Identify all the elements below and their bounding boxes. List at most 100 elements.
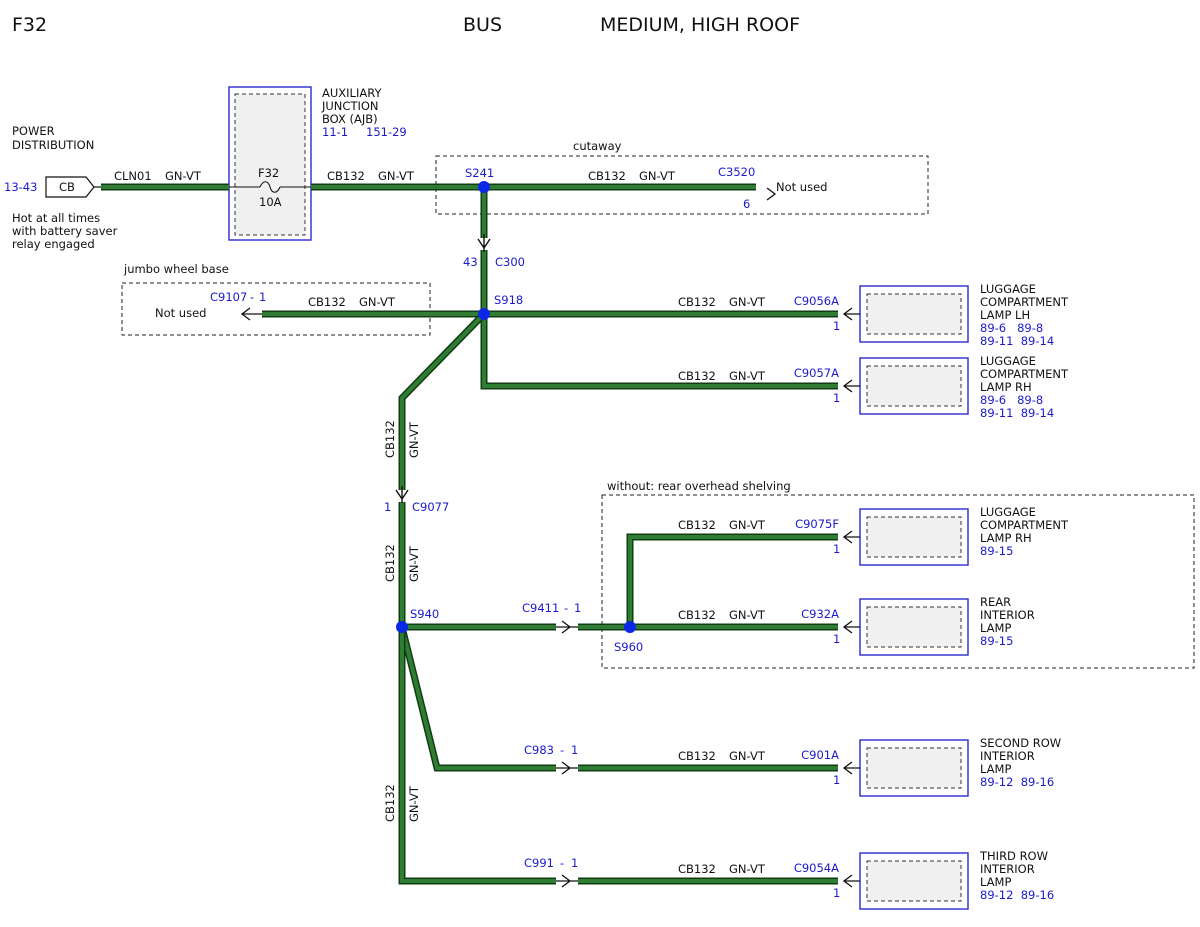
connector-c300-label: C300 [495,255,525,269]
lamp-third-row-connector-label: C9054A [794,861,839,875]
wire-cutaway-id: CB132 [588,169,626,183]
lamp-luggage-rh-shelf-inner [866,516,962,558]
lamp-luggage-lh-inner [866,293,962,335]
wire-s918-to-c9077-outline [398,311,487,490]
wire-second-row-color: GN-VT [729,749,766,763]
wire-s918-to-c9077 [400,312,486,490]
wire-cln01-id: CLN01 [114,169,152,183]
connector-c9077-symbol [395,486,409,503]
lamp-third-row-ref-1: 89-12 89-16 [980,888,1054,902]
connector-c9077-label: C9077 [412,500,449,514]
wire-cln01-color: GN-VT [165,169,202,183]
fuse-rating: 10A [259,195,282,209]
lamp-luggage-lh-ref-1: 89-6 89-8 [980,321,1043,335]
wire-s918-to-lamp-rh-outline [480,314,838,390]
lamp-second-row-label-2: INTERIOR [980,749,1035,763]
wire-s940-to-c991 [400,627,556,883]
jumbo-group-box [121,282,431,336]
lamp-third-row-label-2: INTERIOR [980,862,1035,876]
lamp-rear-interior-connector-label: C932A [801,607,839,621]
lamp-luggage-rh-connector-symbol [842,379,860,393]
shelving-group-box [601,494,1195,669]
fuse-label: F32 [258,166,279,180]
lamp-luggage-lh-connector-pin: 1 [833,319,840,333]
wire-lamp-lh-id: CB132 [678,295,716,309]
lamp-third-row-label-1: THIRD ROW [979,849,1048,863]
wire-cutaway-color: GN-VT [639,169,676,183]
connector-c991-label: C991 [524,856,554,870]
lamp-second-row-ref-1: 89-12 89-16 [980,775,1054,789]
splice-s960 [624,621,636,633]
lamp-third-row-inner [866,860,962,902]
lamp-luggage-rh-shelf-label-2: COMPARTMENT [980,518,1069,532]
lamp-luggage-rh-shelf-connector-pin: 1 [833,542,840,556]
lamp-second-row-connector-symbol [842,761,860,775]
ajb-label-3: BOX (AJB) [322,112,378,126]
power-note-3: relay engaged [12,237,95,251]
lamp-second-row-label-1: SECOND ROW [980,736,1061,750]
connector-c983-pin: 1 [571,743,578,757]
connector-c983-label: C983 [524,743,554,757]
lamp-luggage-rh-connector-label: C9057A [794,366,839,380]
connector-c9411-pin: 1 [574,601,581,615]
wire-s960-to-shelf-lamp [628,535,838,627]
connector-c9411-dash: - [564,601,568,615]
lamp-luggage-rh-connector-pin: 1 [833,391,840,405]
connector-c9107-symbol [240,307,262,321]
connector-c300-pin: 43 [463,255,478,269]
jumbo-group-label: jumbo wheel base [123,262,229,276]
connector-c3520-label: C3520 [718,165,755,179]
lamp-third-row-label-3: LAMP [980,875,1011,889]
lamp-rear-interior-label-2: INTERIOR [980,608,1035,622]
wire-vertical-3-id: CB132 [383,784,397,822]
page-code: F32 [12,14,47,36]
connector-c991-pin: 1 [571,856,578,870]
connector-c983-dash: - [560,743,564,757]
not-used-jumbo: Not used [155,306,206,320]
lamp-rear-interior-label-3: LAMP [980,621,1011,635]
wire-rear-id: CB132 [678,608,716,622]
lamp-second-row-connector-pin: 1 [833,773,840,787]
connector-c983-symbol [556,761,578,775]
lamp-luggage-lh-connector-symbol [842,307,860,321]
lamp-luggage-rh-shelf-ref-1: 89-15 [980,544,1013,558]
wire-jumbo-id: CB132 [308,295,346,309]
wire-second-row-id: CB132 [678,749,716,763]
connector-c300-symbol [477,234,491,252]
lamp-luggage-rh-label-1: LUGGAGE [980,354,1036,368]
lamp-luggage-lh-label-2: COMPARTMENT [980,295,1069,309]
wire-shelf-rh-color: GN-VT [729,518,766,532]
lamp-rear-interior-ref-1: 89-15 [980,634,1013,648]
wire-vertical-3-color: GN-VT [407,785,421,822]
splice-s241 [478,181,490,193]
lamp-second-row-connector-label: C901A [801,748,839,762]
vehicle-title: BUS [463,14,502,36]
ajb-ref-1: 11-1 [322,125,348,139]
lamp-luggage-rh-inner [866,365,962,407]
wire-vertical-2-color: GN-VT [407,545,421,582]
power-ref: 13-43 [4,180,37,194]
wire-third-row-color: GN-VT [729,862,766,876]
lamp-luggage-lh-label-3: LAMP LH [980,308,1030,322]
lamp-luggage-rh-shelf-label-3: LAMP RH [980,531,1032,545]
lamp-luggage-rh-shelf-label-1: LUGGAGE [980,505,1036,519]
wire-s940-to-c983 [400,626,556,770]
lamp-rear-interior-label-1: REAR [980,595,1011,609]
fuse-symbol [259,181,281,193]
variant-title: MEDIUM, HIGH ROOF [600,14,800,36]
wire-jumbo-color: GN-VT [359,295,396,309]
splice-s940 [396,621,408,633]
lamp-luggage-rh-shelf-connector-symbol [842,530,860,544]
connector-c9077-pin: 1 [384,500,391,514]
lamp-third-row-connector-pin: 1 [833,886,840,900]
connector-c991-dash: - [560,856,564,870]
connector-c991-symbol [556,874,578,888]
splice-s940-label: S940 [410,607,439,621]
lamp-luggage-rh-ref-2: 89-11 89-14 [980,406,1054,420]
not-used-cutaway: Not used [776,180,827,194]
connector-c9411-symbol [556,620,578,634]
wire-rear-color: GN-VT [729,608,766,622]
lamp-luggage-rh-label-3: LAMP RH [980,380,1032,394]
